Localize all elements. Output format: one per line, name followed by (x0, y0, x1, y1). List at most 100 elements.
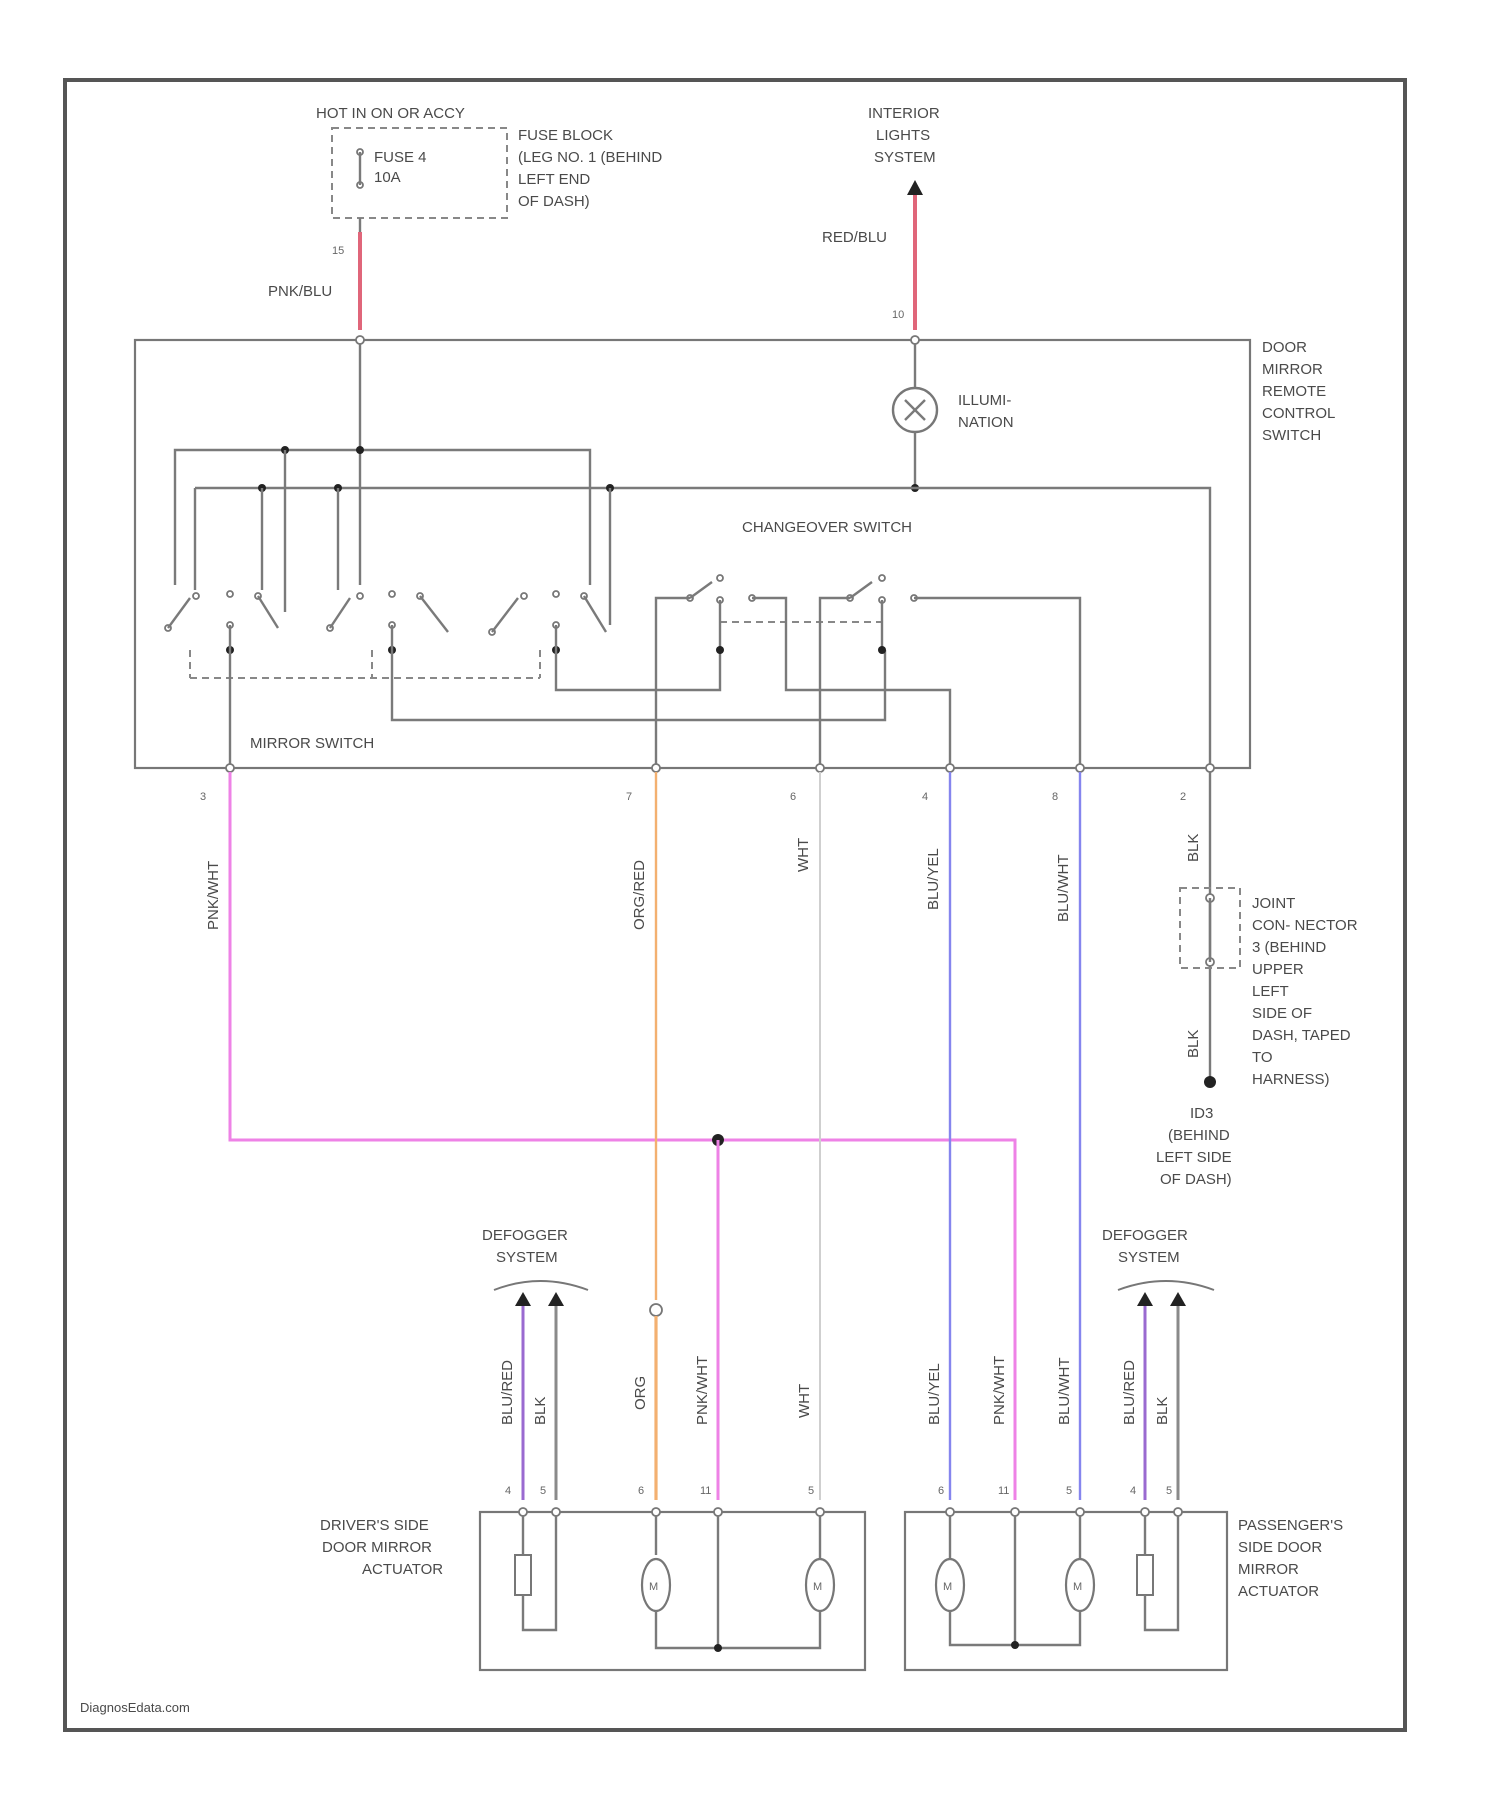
wire-label-d-wht: WHT (796, 1384, 813, 1418)
passenger-actuator-line-2: SIDE DOOR (1238, 1539, 1322, 1556)
ground-line-1: ID3 (1190, 1105, 1213, 1122)
fuse-block-line-2: (LEG NO. 1 (BEHIND (518, 149, 662, 166)
svg-text:M: M (943, 1581, 952, 1593)
changeover-contacts (687, 575, 917, 603)
hot-in-on-label: HOT IN ON OR ACCY (316, 105, 465, 122)
joint-line-9: HARNESS) (1252, 1071, 1330, 1088)
fuse-block-line-3: LEFT END (518, 171, 590, 188)
wire-label-pnk-blu: PNK/BLU (268, 283, 332, 300)
svg-text:3: 3 (200, 791, 206, 803)
interior-line-3: SYSTEM (874, 149, 936, 166)
svg-text:M: M (649, 1581, 658, 1593)
wire-label-red-blu: RED/BLU (822, 229, 887, 246)
svg-text:6: 6 (638, 1485, 644, 1497)
svg-text:5: 5 (540, 1485, 546, 1497)
interior-line-2: LIGHTS (876, 127, 930, 144)
wire-label-p-blu-yel: BLU/YEL (926, 1363, 943, 1425)
defogger-left-line-2: SYSTEM (496, 1249, 558, 1266)
fuse-block-line-4: OF DASH) (518, 193, 590, 210)
mirror-switch-label: MIRROR SWITCH (250, 735, 374, 752)
defogger-left-arrow-2-icon (548, 1292, 564, 1306)
svg-text:5: 5 (808, 1485, 814, 1497)
passenger-actuator-line-3: MIRROR (1238, 1561, 1299, 1578)
wire-label-d-blu-red: BLU/RED (499, 1360, 516, 1425)
diagram-frame (65, 80, 1405, 1730)
svg-text:5: 5 (1066, 1485, 1072, 1497)
joint-line-6: SIDE OF (1252, 1005, 1312, 1022)
interior-arrow-icon (907, 180, 923, 195)
wire-label-p-blk: BLK (1154, 1397, 1171, 1425)
defogger-left-arrow-1-icon (515, 1292, 531, 1306)
defogger-left-line-1: DEFOGGER (482, 1227, 568, 1244)
wire-label-wht: WHT (795, 838, 812, 872)
fuse-rating: 10A (374, 169, 401, 186)
ground-line-4: OF DASH) (1160, 1171, 1232, 1188)
interior-line-1: INTERIOR (868, 105, 940, 122)
fuse-block-box (332, 128, 507, 218)
remote-switch-line-2: MIRROR (1262, 361, 1323, 378)
svg-text:6: 6 (938, 1485, 944, 1497)
svg-text:M: M (813, 1581, 822, 1593)
remote-switch-line-3: REMOTE (1262, 383, 1326, 400)
wire-label-blu-wht: BLU/WHT (1055, 855, 1072, 923)
remote-switch-line-4: CONTROL (1262, 405, 1335, 422)
defogger-right-arrow-1-icon (1137, 1292, 1153, 1306)
defogger-right-brace (1118, 1281, 1214, 1290)
illum-line-1: ILLUMI- (958, 392, 1011, 409)
ground-point-icon (1204, 1076, 1216, 1088)
wire-label-org-red: ORG/RED (631, 860, 648, 930)
svg-text:7: 7 (626, 791, 632, 803)
joint-line-5: LEFT (1252, 983, 1289, 1000)
driver-actuator-line-3: ACTUATOR (362, 1561, 443, 1578)
illum-line-2: NATION (958, 414, 1014, 431)
passenger-actuator-line-4: ACTUATOR (1238, 1583, 1319, 1600)
joint-line-8: TO (1252, 1049, 1273, 1066)
wire-label-p-blu-red: BLU/RED (1121, 1360, 1138, 1425)
ground-line-2: (BEHIND (1168, 1127, 1230, 1144)
svg-text:10: 10 (892, 309, 904, 321)
svg-text:11: 11 (998, 1485, 1009, 1497)
svg-text:4: 4 (922, 791, 928, 803)
svg-text:4: 4 (1130, 1485, 1136, 1497)
wire-label-blu-yel: BLU/YEL (925, 848, 942, 910)
fuse-name: FUSE 4 (374, 149, 427, 166)
wire-label-d-pnk: PNK/WHT (694, 1356, 711, 1425)
passenger-heater-icon (1137, 1555, 1153, 1595)
changeover-label: CHANGEOVER SWITCH (742, 519, 912, 536)
remote-switch-box (135, 340, 1250, 768)
joint-line-2: CON- NECTOR (1252, 917, 1358, 934)
driver-heater-icon (515, 1555, 531, 1595)
joint-line-1: JOINT (1252, 895, 1295, 912)
joint-line-4: UPPER (1252, 961, 1304, 978)
svg-text:6: 6 (790, 791, 796, 803)
svg-text:11: 11 (700, 1485, 711, 1497)
joint-line-3: 3 (BEHIND (1252, 939, 1326, 956)
wire-label-blk-1: BLK (1185, 834, 1202, 862)
wire-label-pnk-wht: PNK/WHT (205, 861, 222, 930)
svg-text:2: 2 (1180, 791, 1186, 803)
wire-label-blk-2: BLK (1185, 1030, 1202, 1058)
svg-text:M: M (1073, 1581, 1082, 1593)
wire-label-d-org: ORG (632, 1376, 649, 1410)
remote-switch-line-1: DOOR (1262, 339, 1307, 356)
wire-pnk-wht-main (230, 772, 1015, 1500)
svg-text:4: 4 (505, 1485, 511, 1497)
defogger-right-line-2: SYSTEM (1118, 1249, 1180, 1266)
fuse-block-line-1: FUSE BLOCK (518, 127, 613, 144)
svg-text:8: 8 (1052, 791, 1058, 803)
svg-text:15: 15 (332, 245, 344, 257)
wire-label-p-pnk: PNK/WHT (991, 1356, 1008, 1425)
driver-actuator-line-2: DOOR MIRROR (322, 1539, 432, 1556)
defogger-right-arrow-2-icon (1170, 1292, 1186, 1306)
driver-actuator-line-1: DRIVER'S SIDE (320, 1517, 429, 1534)
passenger-actuator-line-1: PASSENGER'S (1238, 1517, 1343, 1534)
defogger-right-line-1: DEFOGGER (1102, 1227, 1188, 1244)
watermark: DiagnosEdata.com (80, 1700, 190, 1715)
defogger-left-brace (494, 1281, 588, 1290)
wire-label-d-blk: BLK (532, 1397, 549, 1425)
wire-label-p-blu-wht: BLU/WHT (1056, 1358, 1073, 1426)
remote-switch-line-5: SWITCH (1262, 427, 1321, 444)
joint-line-7: DASH, TAPED (1252, 1027, 1351, 1044)
ground-line-3: LEFT SIDE (1156, 1149, 1232, 1166)
